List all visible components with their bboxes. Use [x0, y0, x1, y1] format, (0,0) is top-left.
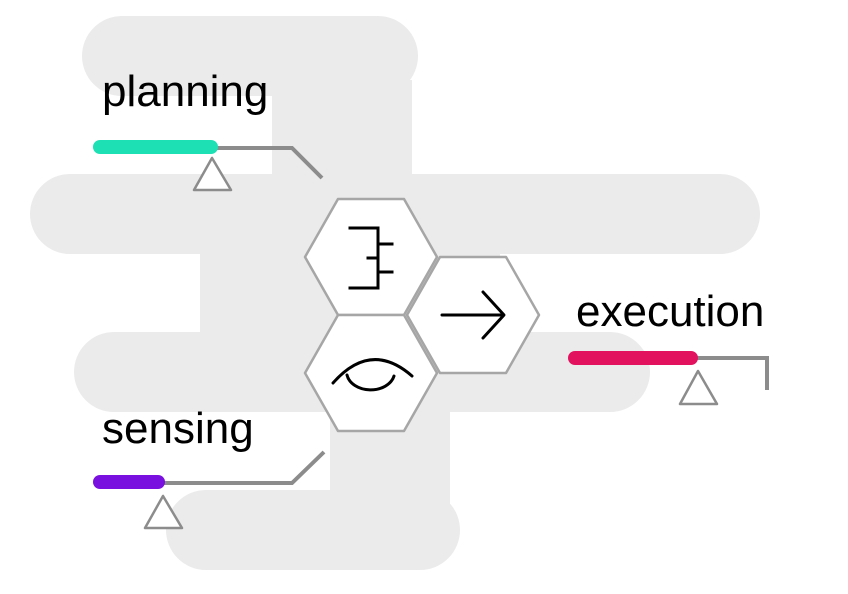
execution-connector-line: [696, 356, 769, 390]
arrow-right-icon: [440, 290, 506, 340]
execution-callout: execution: [568, 287, 769, 406]
execution-label: execution: [576, 287, 764, 336]
sensing-fulcrum-icon: [143, 494, 184, 530]
planning-connector-line: [214, 146, 324, 180]
bracket-tree-icon: [348, 226, 394, 290]
sensing-callout: sensing: [93, 404, 326, 530]
eye-icon: [331, 358, 414, 392]
hexagon-sensing: [303, 313, 439, 433]
execution-fulcrum-icon: [678, 369, 719, 406]
sensing-label: sensing: [102, 404, 254, 453]
planning-fulcrum-icon: [192, 156, 233, 192]
planning-label: planning: [102, 67, 268, 116]
hexagon-cluster: [303, 197, 541, 433]
planning-callout: planning: [93, 67, 324, 192]
sensing-connector-line: [164, 450, 326, 485]
cloud-bridge-1: [272, 80, 412, 190]
cloud-band-top: [82, 16, 418, 96]
